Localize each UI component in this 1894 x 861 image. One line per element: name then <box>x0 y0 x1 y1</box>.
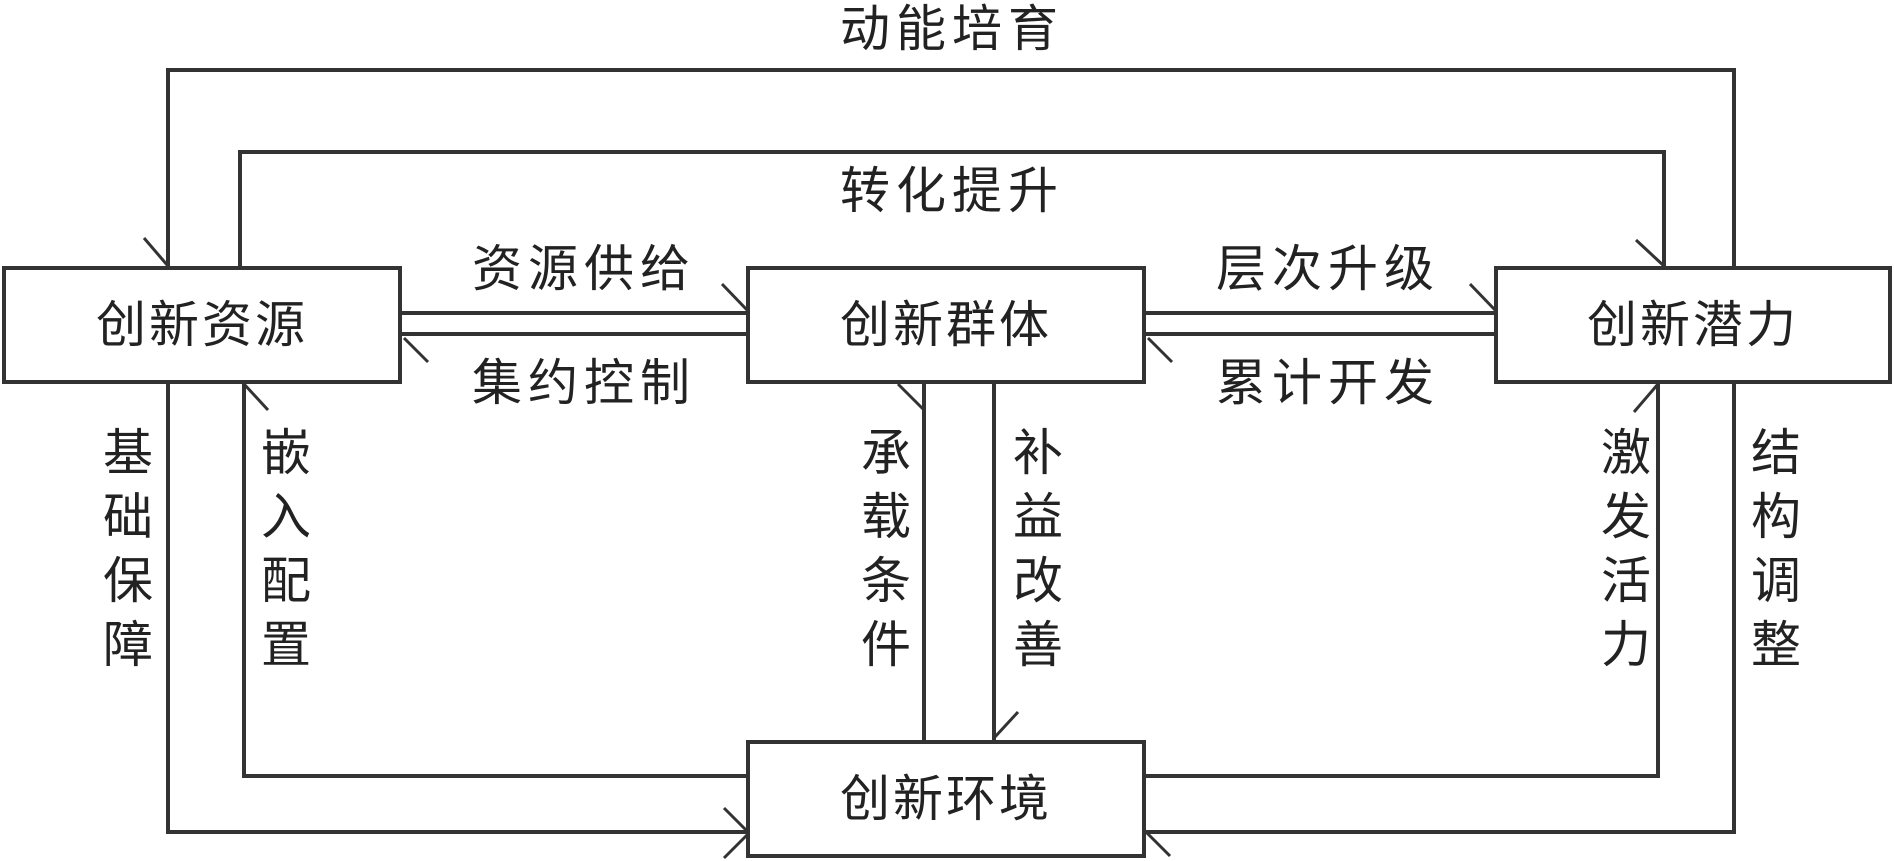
edge-outer-right <box>1144 382 1736 834</box>
label-resource-to-group: 资源供给 <box>472 240 696 298</box>
label-outer-top: 动能培育 <box>840 0 1064 58</box>
edge-inner-top <box>238 150 1666 268</box>
arrow-tick-group-to-potential <box>1468 282 1498 313</box>
arrow-tick-env-to-group <box>896 382 926 412</box>
arrow-tick-outer-left-env-lower <box>722 832 750 860</box>
label-group-to-env: 补益改善 <box>1013 424 1063 674</box>
label-inner-top: 转化提升 <box>840 162 1064 220</box>
node-innovation-potential: 创新潜力 <box>1494 266 1892 384</box>
label-inner-right: 激发活力 <box>1601 424 1651 674</box>
arrow-tick-outer-left-env <box>722 806 750 834</box>
node-innovation-potential-label: 创新潜力 <box>1587 296 1799 354</box>
edge-inner-right <box>1144 382 1660 778</box>
arrow-tick-outer-top-resource <box>142 237 170 267</box>
label-group-to-potential: 层次升级 <box>1216 240 1440 298</box>
node-innovation-resource-label: 创新资源 <box>96 296 308 354</box>
edge-outer-left <box>166 382 748 834</box>
arrow-tick-inner-right-potential <box>1632 383 1660 413</box>
label-group-to-resource: 集约控制 <box>472 354 696 412</box>
label-env-to-group: 承载条件 <box>861 424 911 674</box>
arrow-tick-inner-top-potential <box>1634 238 1666 268</box>
arrow-tick-outer-right-env <box>1144 830 1172 858</box>
arrow-tick-resource-to-group <box>720 282 750 313</box>
node-innovation-group-label: 创新群体 <box>840 296 1052 354</box>
label-potential-to-group: 累计开发 <box>1216 354 1440 412</box>
node-innovation-environment-label: 创新环境 <box>840 770 1052 828</box>
arrow-tick-group-to-resource <box>402 336 430 364</box>
node-innovation-resource: 创新资源 <box>2 266 402 384</box>
node-innovation-environment: 创新环境 <box>746 740 1146 858</box>
arrow-tick-inner-left-resource <box>242 382 270 412</box>
node-innovation-group: 创新群体 <box>746 266 1146 384</box>
label-outer-right: 结构调整 <box>1751 424 1801 674</box>
label-inner-left: 嵌入配置 <box>261 424 311 674</box>
label-outer-left: 基础保障 <box>103 424 153 674</box>
edge-outer-top <box>166 68 1736 268</box>
arrow-tick-group-to-env <box>992 710 1020 740</box>
arrow-tick-potential-to-group <box>1146 336 1174 364</box>
edge-inner-left <box>242 382 748 778</box>
